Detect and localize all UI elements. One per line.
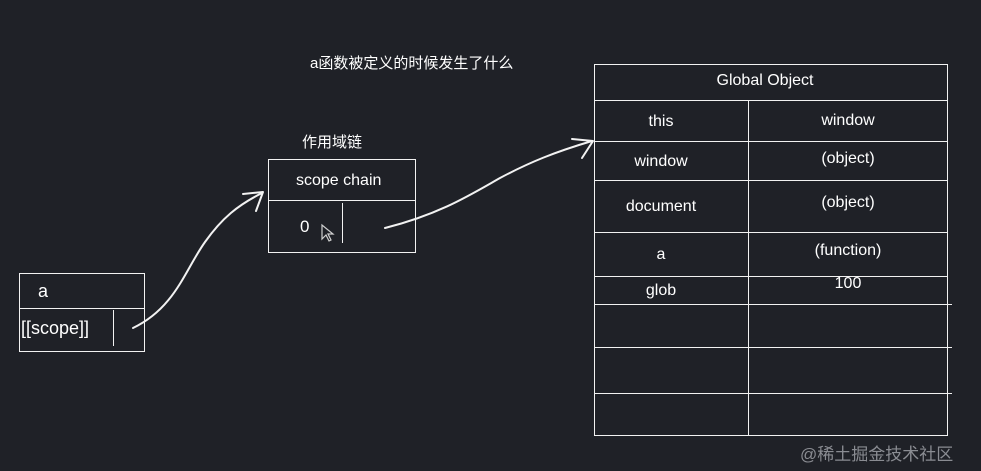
- global-object-value: (object): [821, 149, 875, 167]
- arrowhead-chain-to-global: [571, 138, 594, 159]
- global-object-key: this: [648, 112, 674, 130]
- global-object-row-line: [594, 393, 952, 394]
- scope-chain-index: 0: [300, 217, 310, 236]
- function-name: a: [38, 281, 49, 301]
- watermark: @稀土掘金技术社区: [800, 445, 954, 464]
- global-object-row-line: [594, 100, 948, 101]
- global-object-value: window: [821, 111, 875, 129]
- global-object-value: 100: [834, 275, 862, 292]
- global-object-row-line: [594, 141, 948, 142]
- global-object-value: (function): [814, 242, 882, 259]
- arrowhead-scope-to-chain: [242, 191, 264, 212]
- global-object-key: glob: [645, 282, 677, 299]
- global-object-row-line: [594, 276, 948, 277]
- global-object-header: Global Object: [716, 72, 814, 89]
- global-object-table: [594, 64, 948, 436]
- scope-chain-cell-divider: [342, 203, 343, 243]
- arrow-chain-to-global: [384, 140, 593, 229]
- function-box-pointer-slot: [113, 310, 114, 346]
- global-object-row-line: [594, 304, 952, 305]
- function-box-divider: [19, 308, 145, 309]
- diagram-title: a函数被定义的时候发生了什么: [310, 55, 514, 72]
- scope-chain-divider: [268, 200, 416, 201]
- global-object-key: document: [625, 198, 697, 215]
- arrow-scope-to-chain: [132, 192, 263, 329]
- scope-chain-header: scope chain: [296, 172, 382, 189]
- global-object-row-line: [594, 347, 952, 348]
- scope-property-label: [[scope]]: [21, 318, 90, 338]
- global-object-column-divider: [748, 100, 749, 436]
- global-object-key: window: [634, 152, 688, 170]
- global-object-row-line: [594, 180, 948, 181]
- scope-chain-caption: 作用域链: [302, 134, 363, 151]
- global-object-value: (object): [821, 194, 875, 211]
- global-object-key: a: [656, 246, 666, 263]
- global-object-row-line: [594, 232, 948, 233]
